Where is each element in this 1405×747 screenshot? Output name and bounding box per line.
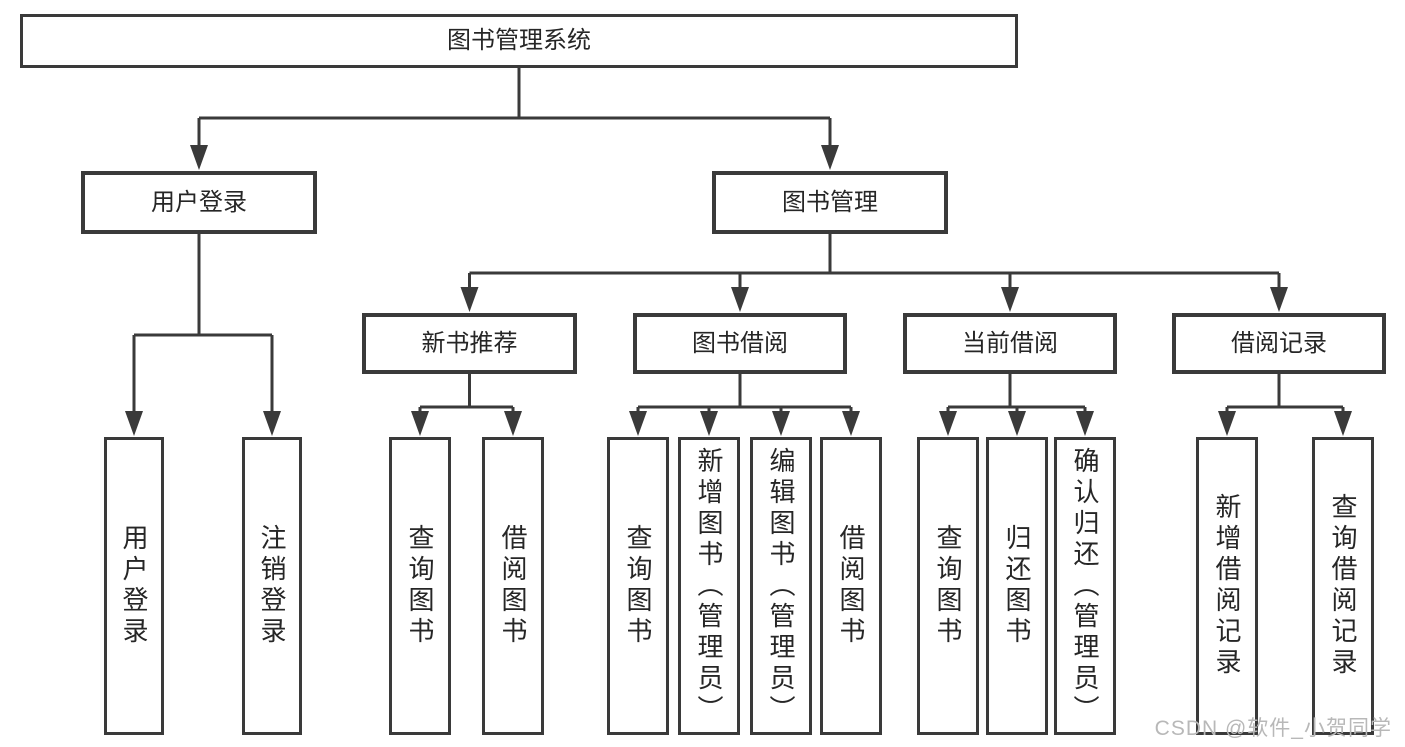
leaf-user-login: 用户登录	[104, 437, 164, 735]
node-label: 图书借阅	[692, 329, 788, 357]
leaf-borrow-books-recommend: 借阅图书	[482, 437, 544, 735]
leaf-borrow-books: 借阅图书	[820, 437, 882, 735]
leaf-label: 查询图书	[623, 524, 653, 648]
node-label: 当前借阅	[962, 329, 1058, 357]
node-label: 借阅记录	[1231, 329, 1327, 357]
leaf-query-books-borrow: 查询图书	[607, 437, 669, 735]
node-label: 新书推荐	[421, 329, 518, 357]
node-book-management: 图书管理	[712, 171, 948, 234]
node-book-borrowing: 图书借阅	[633, 313, 847, 374]
node-library-management-system: 图书管理系统	[20, 14, 1018, 68]
node-label: 图书管理系统	[447, 27, 591, 54]
leaf-label: 借阅图书	[836, 524, 866, 648]
node-user-login: 用户登录	[81, 171, 317, 234]
leaf-label: 编辑图书（管理员）	[766, 446, 796, 726]
node-new-book-recommendation: 新书推荐	[362, 313, 577, 374]
leaf-query-books-current: 查询图书	[917, 437, 979, 735]
leaf-label: 确认归还（管理员）	[1070, 446, 1100, 726]
leaf-label: 用户登录	[119, 524, 149, 648]
leaf-add-borrow-record: 新增借阅记录	[1196, 437, 1258, 735]
leaf-add-book-admin: 新增图书（管理员）	[678, 437, 740, 735]
node-label: 用户登录	[151, 188, 247, 216]
leaf-return-books: 归还图书	[986, 437, 1048, 735]
leaf-label: 查询借阅记录	[1328, 493, 1358, 679]
leaf-edit-book-admin: 编辑图书（管理员）	[750, 437, 812, 735]
leaf-logout: 注销登录	[242, 437, 302, 735]
leaf-label: 查询图书	[933, 524, 963, 648]
leaf-label: 新增借阅记录	[1212, 493, 1242, 679]
node-current-borrowing: 当前借阅	[903, 313, 1117, 374]
leaf-label: 新增图书（管理员）	[694, 446, 724, 726]
node-label: 图书管理	[782, 188, 878, 216]
leaf-label: 查询图书	[405, 524, 435, 648]
node-borrowing-records: 借阅记录	[1172, 313, 1386, 374]
leaf-query-borrow-record: 查询借阅记录	[1312, 437, 1374, 735]
leaf-query-books-recommend: 查询图书	[389, 437, 451, 735]
watermark: CSDN @软件_小贺同学	[1154, 717, 1392, 740]
leaf-label: 归还图书	[1002, 524, 1032, 648]
leaf-label: 借阅图书	[498, 524, 528, 648]
leaf-label: 注销登录	[257, 524, 287, 648]
leaf-confirm-return-admin: 确认归还（管理员）	[1054, 437, 1116, 735]
